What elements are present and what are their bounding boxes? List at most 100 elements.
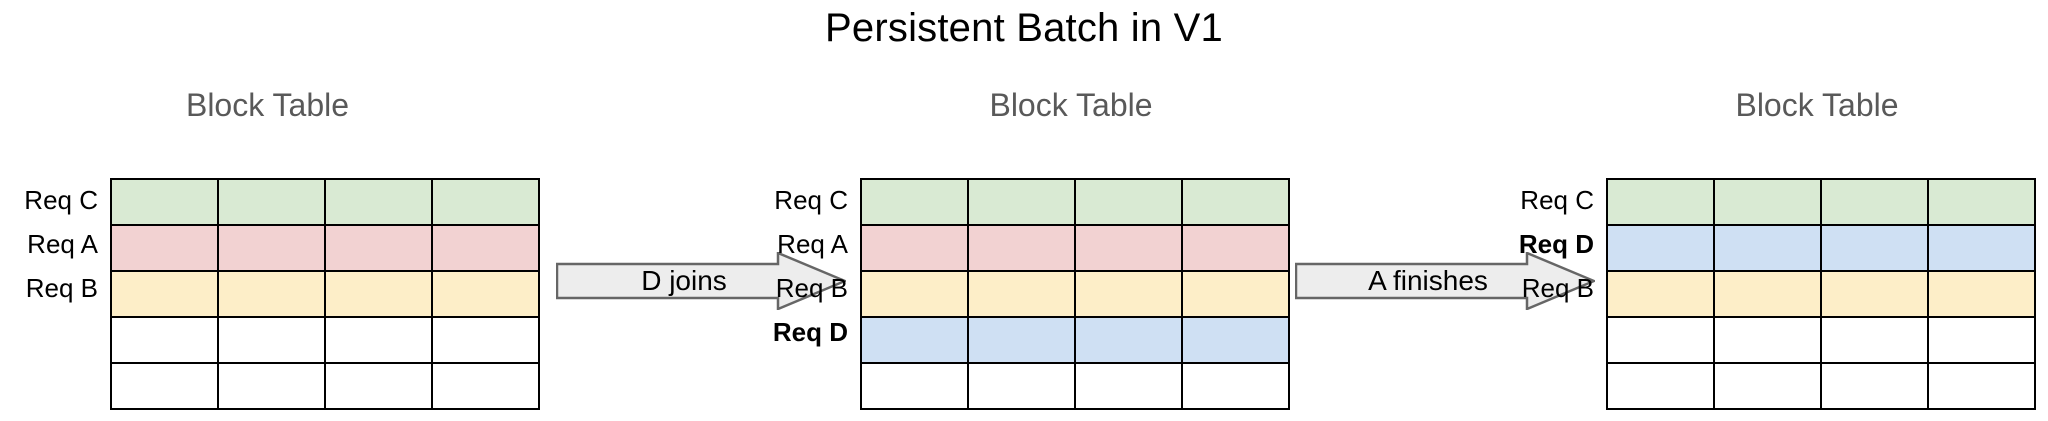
- block-cell: [1713, 316, 1822, 364]
- block-cell: [324, 316, 433, 364]
- block-cell: [1181, 270, 1290, 318]
- block-cell: [860, 316, 969, 364]
- block-cell: [1713, 270, 1822, 318]
- block-cell: [324, 362, 433, 410]
- block-cell: [1074, 270, 1183, 318]
- row-label: Req C: [1520, 185, 1594, 215]
- block-cell: [860, 178, 969, 226]
- block-cell: [1606, 316, 1715, 364]
- block-arrow-icon: [556, 252, 846, 310]
- row-label: [0, 310, 110, 354]
- block-cell: [1927, 362, 2036, 410]
- block-cell: [967, 362, 1076, 410]
- block-table: [110, 178, 540, 410]
- row-label-list: Req C Req D Req B: [1496, 178, 1606, 398]
- block-cell: [1927, 316, 2036, 364]
- table-row: [110, 270, 540, 318]
- block-cell: [1181, 316, 1290, 364]
- table-row: [860, 362, 1290, 410]
- block-cell: [967, 178, 1076, 226]
- row-label: Req C: [24, 185, 98, 215]
- row-label-list: Req C Req A Req B: [0, 178, 110, 398]
- block-cell: [860, 224, 969, 272]
- block-cell: [860, 270, 969, 318]
- block-cell: [431, 316, 540, 364]
- block-cell: [1713, 362, 1822, 410]
- block-cell: [1606, 362, 1715, 410]
- block-cell: [1713, 178, 1822, 226]
- table-row: [1606, 270, 2036, 318]
- table-row: [110, 362, 540, 410]
- block-cell: [1074, 316, 1183, 364]
- row-label: [0, 354, 110, 398]
- block-cell: [1181, 224, 1290, 272]
- row-label: [750, 354, 860, 398]
- block-cell: [1820, 224, 1929, 272]
- panel-heading: Block Table: [185, 87, 350, 123]
- block-cell: [1820, 270, 1929, 318]
- block-cell: [1181, 178, 1290, 226]
- block-cell: [1074, 224, 1183, 272]
- block-cell: [1606, 178, 1715, 226]
- panel-after-join: Block Table Req C Req A Req B Req D: [750, 0, 1290, 421]
- block-cell: [110, 178, 219, 226]
- block-cell: [1927, 178, 2036, 226]
- block-cell: [1074, 362, 1183, 410]
- block-cell: [1606, 224, 1715, 272]
- table-row: [860, 270, 1290, 318]
- block-cell: [431, 224, 540, 272]
- row-label: [1496, 354, 1606, 398]
- block-cell: [217, 316, 326, 364]
- table-row: [1606, 178, 2036, 226]
- row-label-list: Req C Req A Req B Req D: [750, 178, 860, 398]
- table-row: [110, 224, 540, 272]
- table-row: [110, 316, 540, 364]
- block-cell: [1074, 178, 1183, 226]
- table-row: [1606, 362, 2036, 410]
- block-cell: [1606, 270, 1715, 318]
- panel-before: Block Table Req C Req A Req B: [0, 0, 545, 421]
- table-row: [860, 316, 1290, 364]
- block-cell: [217, 224, 326, 272]
- block-cell: [431, 270, 540, 318]
- block-arrow-icon: [1295, 252, 1595, 310]
- block-cell: [110, 270, 219, 318]
- block-cell: [324, 224, 433, 272]
- row-label: Req A: [27, 229, 98, 259]
- block-cell: [967, 224, 1076, 272]
- row-label: Req B: [25, 273, 98, 303]
- panel-heading: Block Table: [989, 87, 1153, 123]
- block-cell: [1713, 224, 1822, 272]
- table-row: [110, 178, 540, 226]
- block-cell: [1181, 362, 1290, 410]
- block-table: [1606, 178, 2036, 410]
- block-cell: [324, 270, 433, 318]
- block-cell: [860, 362, 969, 410]
- table-row: [860, 178, 1290, 226]
- row-label: Req D: [772, 317, 848, 347]
- row-label: Req D: [1518, 229, 1594, 259]
- table-row: [860, 224, 1290, 272]
- block-cell: [1820, 316, 1929, 364]
- block-cell: [1927, 224, 2036, 272]
- table-row: [1606, 224, 2036, 272]
- block-cell: [1820, 362, 1929, 410]
- block-cell: [1927, 270, 2036, 318]
- block-cell: [324, 178, 433, 226]
- block-cell: [431, 362, 540, 410]
- block-cell: [1820, 178, 1929, 226]
- page-title: Persistent Batch in V1: [825, 6, 1223, 50]
- panel-heading: Block Table: [1735, 87, 1899, 123]
- table-row: [1606, 316, 2036, 364]
- block-cell: [110, 224, 219, 272]
- block-cell: [217, 362, 326, 410]
- block-cell: [967, 316, 1076, 364]
- row-label: Req C: [774, 185, 848, 215]
- row-label: [1496, 310, 1606, 354]
- block-table: [860, 178, 1290, 410]
- block-cell: [110, 362, 219, 410]
- block-cell: [110, 316, 219, 364]
- block-cell: [967, 270, 1076, 318]
- block-cell: [217, 270, 326, 318]
